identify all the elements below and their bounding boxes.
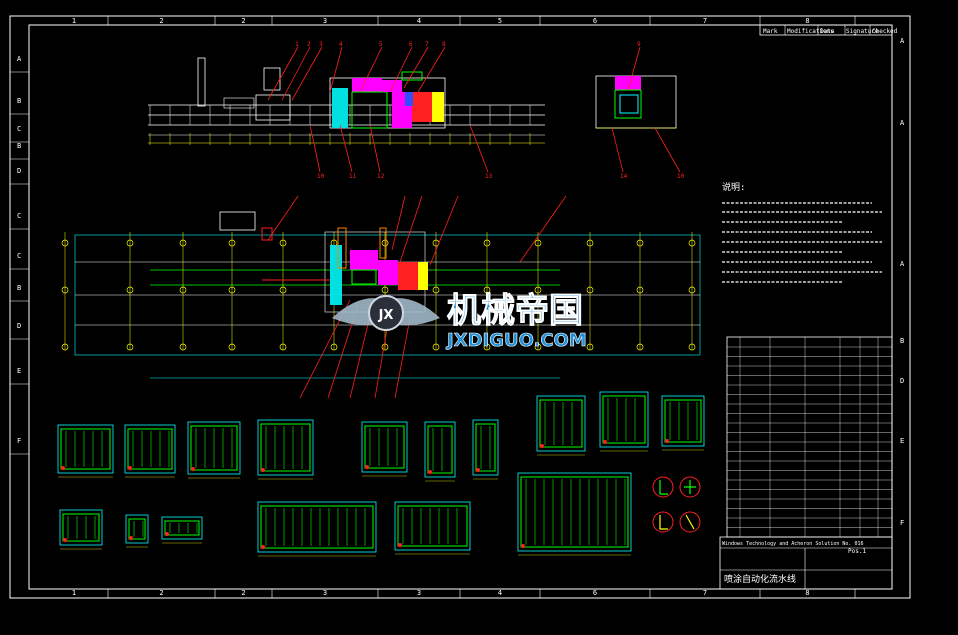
frame-row-left: D bbox=[17, 167, 21, 175]
frame-col-top: 5 bbox=[498, 17, 502, 25]
frame-col-bottom: 3 bbox=[417, 589, 421, 597]
title-block-title: 喷涂自动化流水线 bbox=[724, 573, 796, 585]
callout-label-top: 7 bbox=[425, 41, 429, 48]
frame-row-left: A bbox=[17, 55, 22, 63]
frame-row-left: E bbox=[17, 367, 21, 375]
callout-label-top: 2 bbox=[307, 41, 311, 48]
watermark-en: JXDIGUO.COM bbox=[445, 330, 587, 351]
title-block: Windows Technology and Acheron Solution … bbox=[719, 336, 893, 590]
frame-row-left: C bbox=[17, 125, 21, 133]
notes-block: 说明: bbox=[722, 181, 882, 283]
rev-header-checked: Checked bbox=[872, 28, 898, 35]
frame-row-left: F bbox=[17, 437, 21, 445]
rev-header-mark: Mark bbox=[763, 28, 778, 35]
frame-col-bottom: 4 bbox=[498, 589, 502, 597]
frame-row-right: F bbox=[900, 519, 904, 527]
title-block-sheet: Pos.1 bbox=[848, 548, 866, 555]
watermark: JX 机械帝国 JXDIGUO.COM bbox=[332, 291, 587, 351]
frame-row-right: A bbox=[900, 260, 905, 268]
callout-label-bottom: 12 bbox=[377, 173, 385, 180]
watermark-cn: 机械帝国 bbox=[447, 291, 583, 331]
revision-header: Mark Modifications Date Signature Checke… bbox=[759, 24, 898, 36]
callout-label-top: 3 bbox=[319, 41, 323, 48]
frame-row-right: D bbox=[900, 377, 904, 385]
section-circles bbox=[652, 476, 701, 533]
title-block-description: Windows Technology and Acheron Solution … bbox=[722, 541, 863, 547]
rev-header-mod: Modifications bbox=[787, 28, 834, 35]
frame-col-top: 7 bbox=[703, 17, 707, 25]
frame-col-top: 6 bbox=[593, 17, 597, 25]
frame-row-left: B bbox=[17, 97, 21, 105]
callout-label-top: 4 bbox=[339, 41, 343, 48]
inner-frame bbox=[28, 24, 893, 590]
frame-row-left: B bbox=[17, 284, 21, 292]
frame-row-left: C bbox=[17, 252, 21, 260]
callout-label-top: 8 bbox=[442, 41, 446, 48]
frame-col-bottom: 2 bbox=[241, 589, 245, 597]
frame-col-bottom: 2 bbox=[159, 589, 163, 597]
frame-col-top: 1 bbox=[72, 17, 76, 25]
frame-col-bottom: 8 bbox=[805, 589, 809, 597]
watermark-emblem: JX bbox=[378, 308, 394, 323]
callout-label-bottom: 14 bbox=[620, 173, 628, 180]
frame-row-left: D bbox=[17, 322, 21, 330]
frame-row-right: B bbox=[900, 337, 904, 345]
elevation-view bbox=[148, 57, 677, 145]
frame-row-right: A bbox=[900, 37, 905, 45]
frame-col-top: 4 bbox=[417, 17, 421, 25]
frame-row-left: B bbox=[17, 142, 21, 150]
frame-col-bottom: 6 bbox=[593, 589, 597, 597]
frame-col-bottom: 1 bbox=[72, 589, 76, 597]
callout-label-top: 5 bbox=[379, 41, 383, 48]
frame-col-bottom: 7 bbox=[703, 589, 707, 597]
callout-label-bottom: 11 bbox=[349, 173, 357, 180]
frame-col-top: 2 bbox=[159, 17, 163, 25]
frame-row-left: C bbox=[17, 212, 21, 220]
frame-row-right: E bbox=[900, 437, 904, 445]
callout-label-bottom: 10 bbox=[317, 173, 325, 180]
callout-label-top: 6 bbox=[409, 41, 413, 48]
callout-label-top: 1 bbox=[295, 41, 299, 48]
frame-col-top: 2 bbox=[241, 17, 245, 25]
frame-col-top: 3 bbox=[323, 17, 327, 25]
callout-label-bottom: 13 bbox=[485, 173, 493, 180]
frame-col-bottom: 3 bbox=[323, 589, 327, 597]
detail-views bbox=[57, 391, 705, 557]
frame-col-top: 8 bbox=[805, 17, 809, 25]
callout-label-bottom: 10 bbox=[677, 173, 685, 180]
rev-header-date: Date bbox=[820, 28, 835, 35]
plan-view bbox=[61, 211, 701, 379]
notes-title: 说明: bbox=[722, 181, 745, 193]
callout-label-top: 9 bbox=[637, 41, 641, 48]
rev-header-signature: Signature bbox=[846, 28, 879, 35]
frame-row-right: A bbox=[900, 119, 905, 127]
